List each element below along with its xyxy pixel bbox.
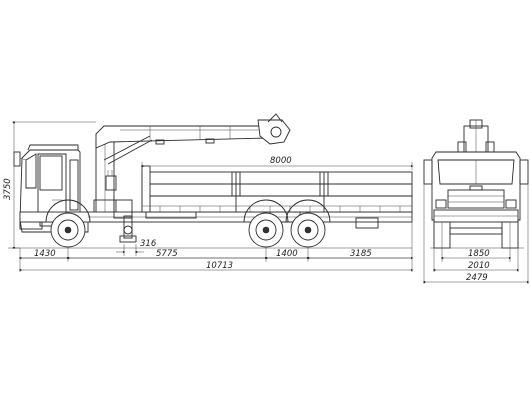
front-view: 1850 2010 2479 xyxy=(422,119,530,284)
front-wheel xyxy=(45,199,91,248)
rear-wheel-1 xyxy=(243,199,289,248)
front-cab xyxy=(423,151,529,223)
dimensions-front: 1850 2010 2479 xyxy=(422,184,530,284)
cargo-body xyxy=(141,165,413,213)
dim-front-overhang-label: 1430 xyxy=(34,249,56,259)
dim-track-width-label: 1850 xyxy=(468,249,490,259)
dim-overall-length-label: 10713 xyxy=(206,261,233,271)
crane xyxy=(93,113,291,217)
dim-overall-width-label: 2479 xyxy=(466,273,488,283)
outrigger xyxy=(119,215,137,243)
dim-wheelbase-label: 5775 xyxy=(156,249,178,259)
rear-wheel-2 xyxy=(285,199,331,248)
dim-axle-offset-label: 316 xyxy=(140,239,157,249)
dim-height-label: 3750 xyxy=(3,178,13,200)
dimensions-side: 3750 8000 316 1430 5775 xyxy=(3,120,414,272)
front-crane xyxy=(457,119,495,155)
side-view: 3750 8000 316 1430 5775 xyxy=(3,113,414,272)
front-view-wheels xyxy=(430,221,524,249)
dim-rear-overhang-label: 3185 xyxy=(350,249,372,259)
dim-body-length-label: 8000 xyxy=(270,156,292,166)
dim-body-width-label: 2010 xyxy=(468,261,490,271)
dim-rear-axle-spacing-label: 1400 xyxy=(276,249,298,259)
